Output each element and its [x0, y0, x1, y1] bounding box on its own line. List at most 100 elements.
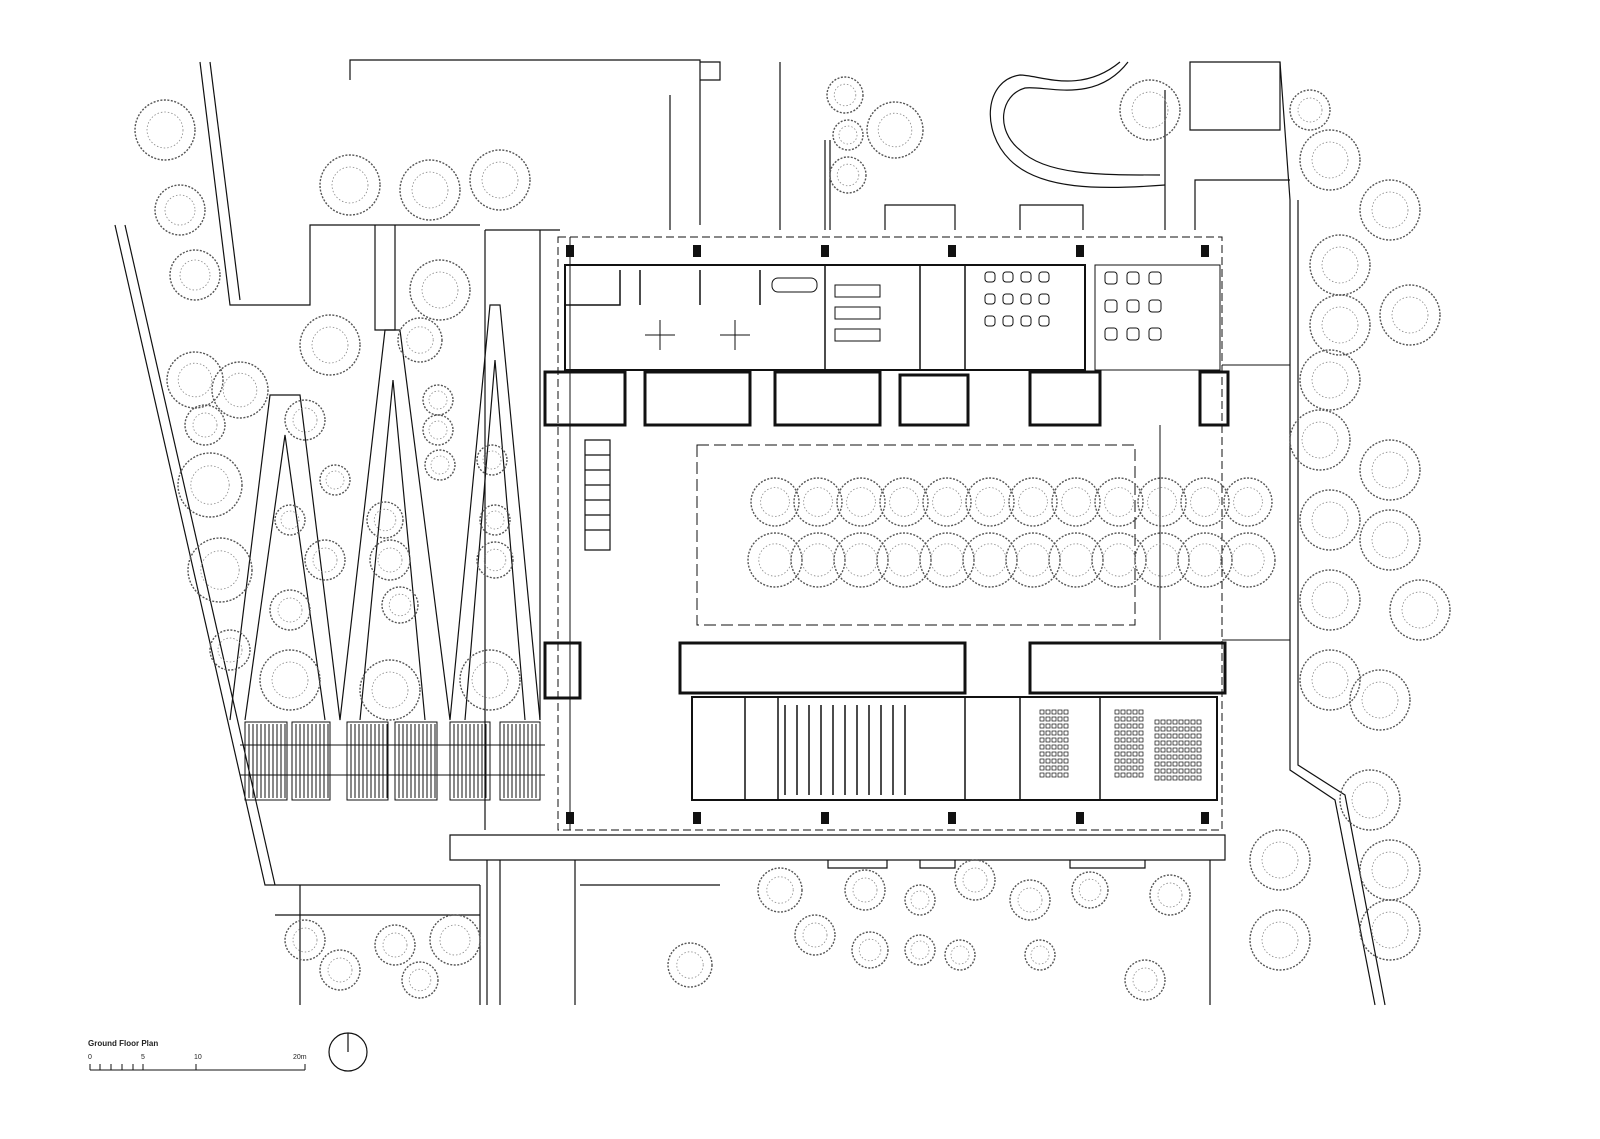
tree	[1249, 829, 1311, 891]
tree	[1180, 477, 1230, 527]
seat	[1190, 775, 1196, 781]
tree	[304, 539, 346, 581]
workstation	[645, 320, 675, 350]
seat	[1138, 709, 1144, 715]
seat	[1184, 761, 1190, 767]
table	[1038, 293, 1050, 305]
tree	[319, 154, 381, 216]
column	[693, 812, 701, 824]
tree	[826, 76, 864, 114]
grille	[394, 721, 438, 801]
seat	[1154, 768, 1160, 774]
tree	[422, 414, 454, 446]
tree	[424, 449, 456, 481]
seat	[1051, 758, 1057, 764]
seat	[1057, 765, 1063, 771]
tree	[479, 504, 511, 536]
seat	[1196, 726, 1202, 732]
seat	[1166, 733, 1172, 739]
seat	[1166, 747, 1172, 753]
seat	[1178, 747, 1184, 753]
seat	[1063, 765, 1069, 771]
seat	[1057, 716, 1063, 722]
seat	[1172, 768, 1178, 774]
grille	[244, 721, 288, 801]
seat	[1063, 716, 1069, 722]
seat	[1178, 726, 1184, 732]
seat	[1184, 768, 1190, 774]
tree	[366, 501, 404, 539]
seat	[1196, 775, 1202, 781]
column	[1201, 245, 1209, 257]
grille	[291, 721, 331, 801]
seat	[1051, 765, 1057, 771]
seat	[1045, 758, 1051, 764]
seat	[1172, 733, 1178, 739]
tree	[397, 317, 443, 363]
tree	[919, 532, 975, 588]
tree	[1119, 79, 1181, 141]
seat	[1051, 772, 1057, 778]
tree	[1339, 769, 1401, 831]
seat	[1190, 761, 1196, 767]
grille	[499, 721, 541, 801]
seat	[1126, 772, 1132, 778]
seat	[1120, 737, 1126, 743]
seat	[1172, 726, 1178, 732]
building-outline	[557, 236, 1223, 831]
furniture	[645, 271, 1162, 350]
seat	[1120, 730, 1126, 736]
seat	[1178, 740, 1184, 746]
tree	[169, 249, 221, 301]
seat	[1120, 744, 1126, 750]
seat	[1132, 772, 1138, 778]
seat	[1039, 744, 1045, 750]
seat	[1132, 744, 1138, 750]
table	[1002, 271, 1014, 283]
tree	[211, 361, 269, 419]
tree	[793, 477, 843, 527]
seat	[1172, 719, 1178, 725]
tree	[1289, 89, 1331, 131]
seat	[1196, 733, 1202, 739]
tree	[1309, 234, 1371, 296]
column	[566, 812, 574, 824]
seat	[1039, 751, 1045, 757]
seat	[1132, 751, 1138, 757]
tree	[1249, 909, 1311, 971]
column	[948, 245, 956, 257]
seat	[1063, 737, 1069, 743]
seat	[1039, 765, 1045, 771]
seat	[1114, 772, 1120, 778]
seat	[1138, 765, 1144, 771]
seat	[1172, 761, 1178, 767]
seat	[1063, 744, 1069, 750]
seat	[1051, 744, 1057, 750]
seat	[1051, 723, 1057, 729]
seat	[1114, 765, 1120, 771]
scale-bar	[89, 1064, 306, 1071]
column	[1201, 812, 1209, 824]
tree	[904, 884, 936, 916]
tree	[187, 537, 253, 603]
tree	[359, 659, 421, 721]
trees	[134, 76, 1451, 1001]
seat	[1114, 723, 1120, 729]
tree	[1299, 569, 1361, 631]
tree	[1359, 439, 1421, 501]
table	[834, 306, 881, 320]
tree	[879, 477, 929, 527]
seat	[1045, 772, 1051, 778]
meeting-table	[771, 277, 818, 293]
seat	[1196, 761, 1202, 767]
seat	[1051, 730, 1057, 736]
seat	[1045, 744, 1051, 750]
tree	[1094, 477, 1144, 527]
courtyard-outline	[696, 444, 1136, 626]
seat	[1160, 768, 1166, 774]
tree	[1005, 532, 1061, 588]
table	[1126, 327, 1140, 341]
seat	[1126, 730, 1132, 736]
tree	[790, 532, 846, 588]
table	[1126, 271, 1140, 285]
